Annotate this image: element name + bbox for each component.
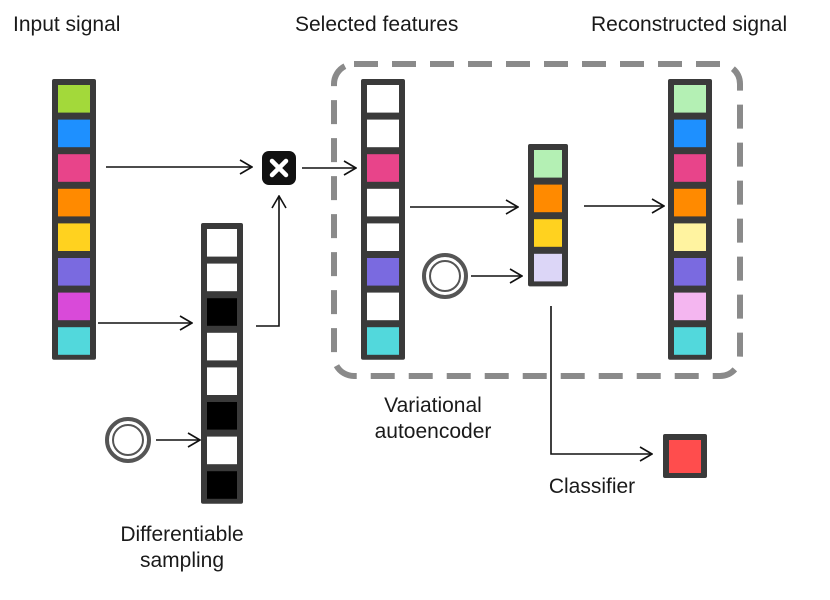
selected-features-column [361, 79, 405, 360]
selected-features-block [367, 188, 399, 217]
input-signal-block [58, 154, 90, 182]
selected-features-block [367, 154, 399, 182]
differentiable-sampling-label: Differentiable sampling [120, 522, 243, 575]
reconstructed-signal-block [674, 188, 706, 217]
noise-circle-icon [105, 417, 151, 463]
selected-features-block [367, 223, 399, 251]
latent-code-column [528, 144, 568, 287]
arrow-mask-to-multiply [256, 196, 279, 327]
variational-autoencoder-label: Variational autoencoder [375, 393, 492, 446]
reconstructed-signal-block-frame [668, 79, 712, 360]
variational-autoencoder-label-line2: autoencoder [374, 420, 492, 444]
input-signal-block [58, 327, 90, 355]
selected-features-label: Selected features [295, 13, 459, 36]
selected-features-block [367, 292, 399, 321]
reconstructed-signal-block [674, 154, 706, 182]
multiply-icon [262, 151, 296, 185]
sampling-mask-block [207, 263, 237, 292]
classifier-label: Classifier [548, 475, 636, 498]
input-signal-block-frame [52, 79, 96, 360]
reconstructed-signal-block [674, 292, 706, 321]
selected-features-block [367, 85, 399, 113]
variational-autoencoder-label-line1: Variational [384, 394, 482, 417]
sampling-mask-block-frame [201, 223, 243, 504]
sampling-mask-block [207, 367, 237, 395]
latent-code-block [534, 184, 562, 213]
input-signal-block [58, 292, 90, 321]
input-signal-block [58, 119, 90, 148]
latent-code-block [534, 150, 562, 178]
reconstructed-signal-block [674, 85, 706, 113]
latent-code-block [534, 219, 562, 247]
sampling-mask-block [207, 402, 237, 430]
latent-code-block-frame [528, 144, 568, 287]
input-signal-label: Input signal [13, 13, 121, 36]
vae-dashed-boundary [331, 61, 743, 379]
input-signal-block [58, 85, 90, 113]
noise-circle-icon [422, 253, 468, 299]
reconstructed-signal-block [674, 223, 706, 251]
sampling-mask-block [207, 298, 237, 326]
input-signal-block [58, 258, 90, 286]
differentiable-sampling-label-line1: Differentiable [120, 523, 244, 546]
reconstructed-signal-label: Reconstructed signal [591, 13, 788, 36]
input-signal-column [52, 79, 96, 360]
reconstructed-signal-block [674, 258, 706, 286]
arrow-latent-to-classifier [550, 306, 652, 454]
reconstructed-signal-column [668, 79, 712, 360]
selected-features-block-frame [361, 79, 405, 360]
selected-features-block [367, 327, 399, 355]
differentiable-sampling-label-line2: sampling [139, 549, 225, 573]
latent-code-block [534, 253, 562, 282]
sampling-mask-block [207, 471, 237, 499]
selected-features-block [367, 258, 399, 286]
sampling-mask-block [207, 332, 237, 361]
reconstructed-signal-block [674, 327, 706, 355]
classifier-output-block [663, 434, 707, 478]
selected-features-block [367, 119, 399, 148]
reconstructed-signal-block [674, 119, 706, 148]
input-signal-block [58, 223, 90, 251]
classifier-output-cell [669, 440, 701, 473]
sampling-mask-block [207, 436, 237, 465]
sampling-mask-column [201, 223, 243, 504]
input-signal-block [58, 188, 90, 217]
sampling-mask-block [207, 229, 237, 257]
